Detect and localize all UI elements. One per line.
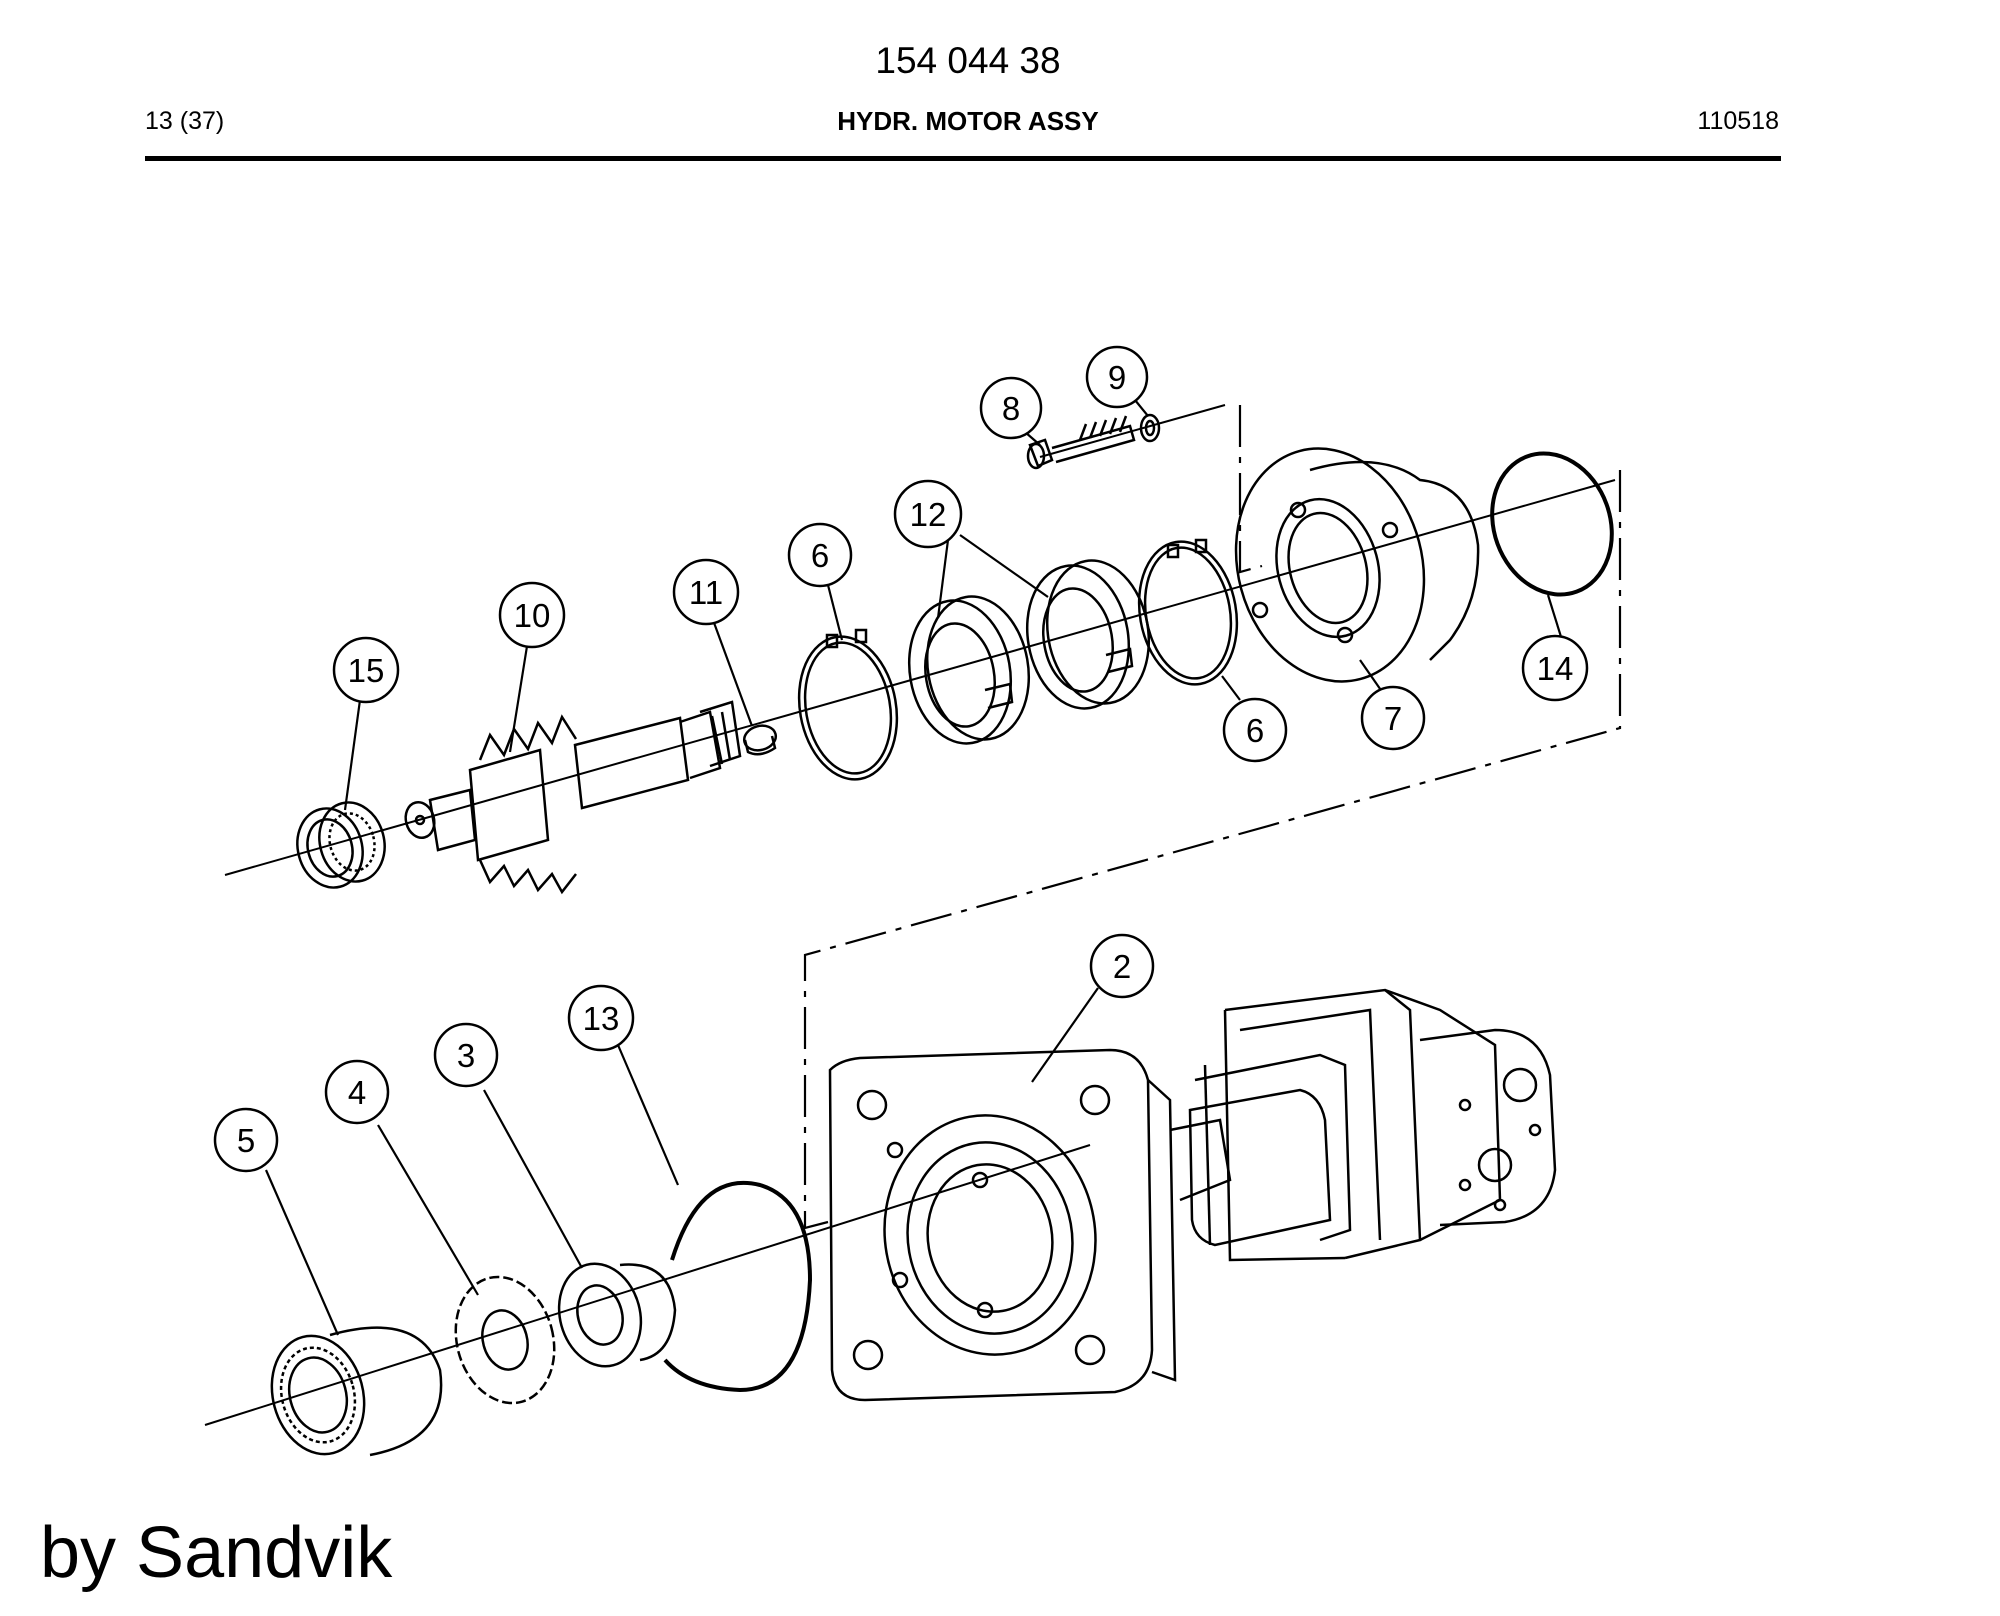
callout-13: 13 xyxy=(567,984,635,1052)
callout-6-upper: 6 xyxy=(787,522,853,588)
svg-text:4: 4 xyxy=(348,1074,366,1111)
document-number: 154 044 38 xyxy=(875,40,1061,81)
bolt-part xyxy=(1026,415,1136,470)
o-ring-part-lower xyxy=(663,1180,813,1393)
page-count: 13 (37) xyxy=(145,107,225,135)
page-title: HYDR. MOTOR ASSY xyxy=(837,106,1099,136)
pin-part xyxy=(742,724,778,756)
circlip-part-left xyxy=(797,628,899,781)
roller-bearing-part xyxy=(270,1326,443,1457)
callout-15: 15 xyxy=(332,636,400,704)
pinion-shaft-part xyxy=(404,700,742,895)
callout-2: 2 xyxy=(1089,933,1155,999)
spacer-ring-part-right xyxy=(1025,559,1151,710)
callout-6-lower: 6 xyxy=(1222,697,1288,763)
callout-3: 3 xyxy=(433,1022,499,1088)
bearing-housing-part xyxy=(1234,447,1480,683)
svg-text:5: 5 xyxy=(237,1122,255,1159)
svg-text:12: 12 xyxy=(910,496,947,533)
svg-text:9: 9 xyxy=(1108,359,1126,396)
callout-4: 4 xyxy=(324,1059,390,1125)
callout-5: 5 xyxy=(213,1107,279,1173)
lower-centre-line xyxy=(204,1144,1091,1426)
small-bearing-part xyxy=(296,801,386,889)
document-date: 110518 xyxy=(1697,107,1779,135)
svg-text:13: 13 xyxy=(583,1000,620,1037)
callout-8: 8 xyxy=(979,376,1043,440)
svg-text:15: 15 xyxy=(348,652,385,689)
hydraulic-motor-body xyxy=(1169,988,1557,1262)
upper-centre-line xyxy=(224,479,1616,876)
svg-text:2: 2 xyxy=(1113,948,1131,985)
svg-text:14: 14 xyxy=(1537,650,1574,687)
spacer-ring-part-left xyxy=(907,595,1031,745)
flange-plate-part xyxy=(828,1048,1177,1402)
callout-9: 9 xyxy=(1085,345,1149,409)
svg-text:11: 11 xyxy=(689,574,723,611)
callout-11: 11 xyxy=(672,558,740,626)
header-rule xyxy=(145,156,1781,161)
callout-12: 12 xyxy=(893,479,963,549)
slotted-nut-part xyxy=(557,1262,677,1368)
svg-text:10: 10 xyxy=(514,597,551,634)
watermark-text: by Sandvik xyxy=(40,1513,393,1593)
svg-text:6: 6 xyxy=(811,537,829,574)
o-ring-part-upper xyxy=(1490,451,1614,597)
callout-10: 10 xyxy=(498,581,566,649)
svg-text:7: 7 xyxy=(1384,700,1402,737)
svg-text:6: 6 xyxy=(1246,712,1264,749)
svg-text:3: 3 xyxy=(457,1037,475,1074)
svg-text:8: 8 xyxy=(1002,390,1020,427)
callout-7: 7 xyxy=(1360,685,1426,751)
dash-dot-leaders xyxy=(803,405,1622,1230)
leader-lines xyxy=(264,399,1564,1336)
callout-14: 14 xyxy=(1521,634,1589,702)
lock-washer-part xyxy=(454,1275,556,1405)
washer-part xyxy=(1139,413,1161,443)
